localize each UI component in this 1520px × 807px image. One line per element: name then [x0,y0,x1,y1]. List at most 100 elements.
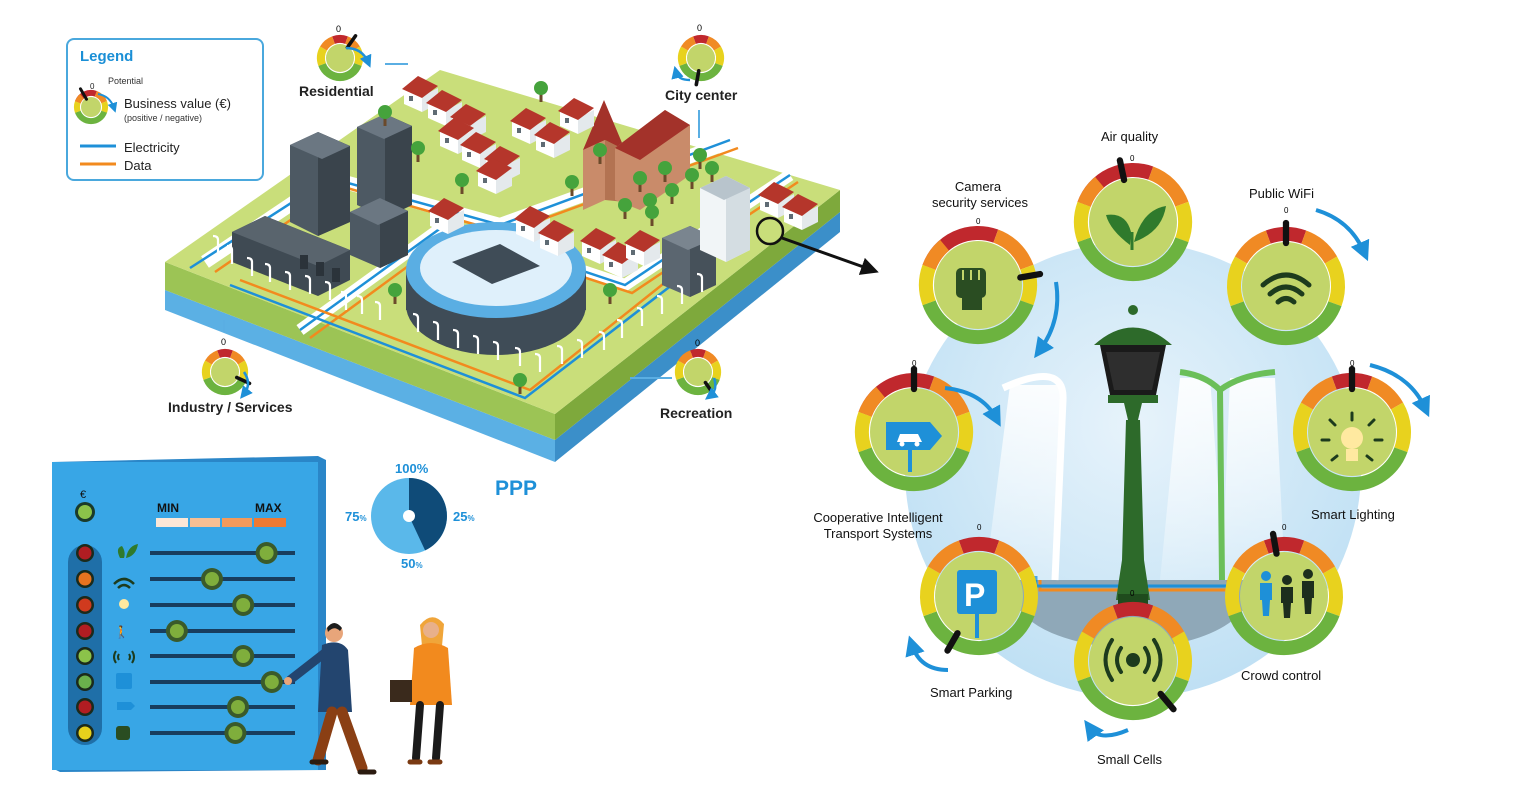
city-center-gauge-icon [677,34,725,87]
recreation-potential-arrow [705,377,719,400]
gauge-needle [1017,270,1044,281]
gauge-ring-segment [203,376,247,396]
panel-slider-row [76,696,295,718]
status-light-column [68,545,102,745]
gauge-ring-segment [1074,631,1095,682]
legend-data-label: Data [124,158,152,173]
leaf-icon [1106,206,1166,250]
street-lamp [696,272,704,292]
tree [658,161,672,182]
city-center-potential-arrow [671,65,691,82]
street-lamp [284,270,292,290]
crowd-control-label: Crowd control [1241,668,1321,683]
gauge-ring-segment [922,300,1034,345]
gauge-ring-segment [1299,540,1336,574]
antenna-icon [113,650,135,664]
status-light [78,675,92,689]
ppp-title: PPP [495,477,537,500]
gauge-ring-segment [676,376,720,396]
street-lamp [246,256,254,276]
tree [705,161,719,182]
industry-services-label: Industry / Services [168,399,293,415]
tree [603,283,617,304]
slider-knob-center [236,649,251,663]
legend-gauge-icon [73,87,109,125]
tree [378,105,392,126]
industry-gauge-icon [201,348,252,396]
status-light [78,700,92,714]
street-lamp [656,294,664,314]
gauge-ring-segment [316,46,328,66]
crowd-icon: 🚶 [114,625,129,639]
flow-arrow-wifi [1315,208,1370,262]
street-lamp [412,312,420,332]
street-lamp [636,306,644,326]
gauge-ring-segment [958,537,1000,554]
house [428,198,464,234]
panel-max-label: MAX [255,501,282,515]
gauge-ring-segment [690,348,706,358]
zoom-circle [755,216,785,246]
residential-gauge-zero: 0 [336,24,341,34]
gauge-ring-segment [956,411,973,453]
smart-lighting-gauge-icon [1293,365,1411,492]
gauge-ring-segment [1228,611,1340,656]
status-light [78,598,92,612]
cits-zero: 0 [912,359,917,368]
gauge-needle [1116,157,1128,184]
street-lamp [556,344,564,364]
house [460,132,496,168]
gauge-needle [1269,530,1280,557]
city-base-left-rim [165,262,555,440]
gauge-ring-segment [1081,605,1118,639]
parking-icon [116,673,132,689]
panel-euro-label: € [80,489,86,501]
tree [411,141,425,162]
gauge-ring-segment [320,36,336,51]
gauge-ring-segment [993,229,1034,270]
gauge-ring-segment [101,101,109,113]
house [476,158,512,194]
tree [513,373,527,394]
gauge-ring-segment [681,36,697,51]
legend-title: Legend [80,48,134,65]
smart-lighting-zero: 0 [1350,359,1355,368]
tree [593,143,607,164]
city-block [165,70,879,462]
businessman-figure [284,623,377,775]
street-lamp [676,284,684,304]
gauge-ring-segment [217,348,233,358]
city-center-gauge-zero: 0 [697,23,702,33]
house [534,122,570,158]
camera-label-line1: Camera [955,179,1002,194]
panel-slider-rows: 🚶 [76,542,295,744]
street-lamp [472,334,480,354]
gauge-ring-segment [1322,566,1343,617]
gauge-ring-segment [677,46,689,66]
gauge-ring-segment [678,350,694,365]
street-lamp [598,330,606,350]
status-light [78,572,92,586]
crowd-people-icon [1260,569,1314,618]
businesswoman-figure [390,617,452,765]
tree [388,283,402,304]
left-light-beam [985,385,1060,580]
gauge-ring-segment [858,447,970,492]
city-electricity-line-3 [229,247,721,400]
tree [455,173,469,194]
public-wifi-gauge-icon [1227,219,1345,346]
gauge-ring-segment [229,350,245,365]
leaf-icon [117,544,138,558]
gauge-ring-segment [710,360,722,380]
ppp-pie-chart [371,478,447,554]
gauge-icon-disc [684,358,712,386]
gauge-ring-segment [1077,176,1105,207]
gauge-ring-segment [94,90,108,104]
lightbulb-icon [1320,411,1384,462]
city-base-left-side [165,290,555,462]
small-cells-zero: 0 [1130,589,1135,598]
legend-potential-arrow [97,93,118,113]
cits-label-line2: Transport Systems [824,526,933,541]
ppp-label-50: 50% [401,556,423,571]
parking-sign-icon: P [957,570,997,638]
